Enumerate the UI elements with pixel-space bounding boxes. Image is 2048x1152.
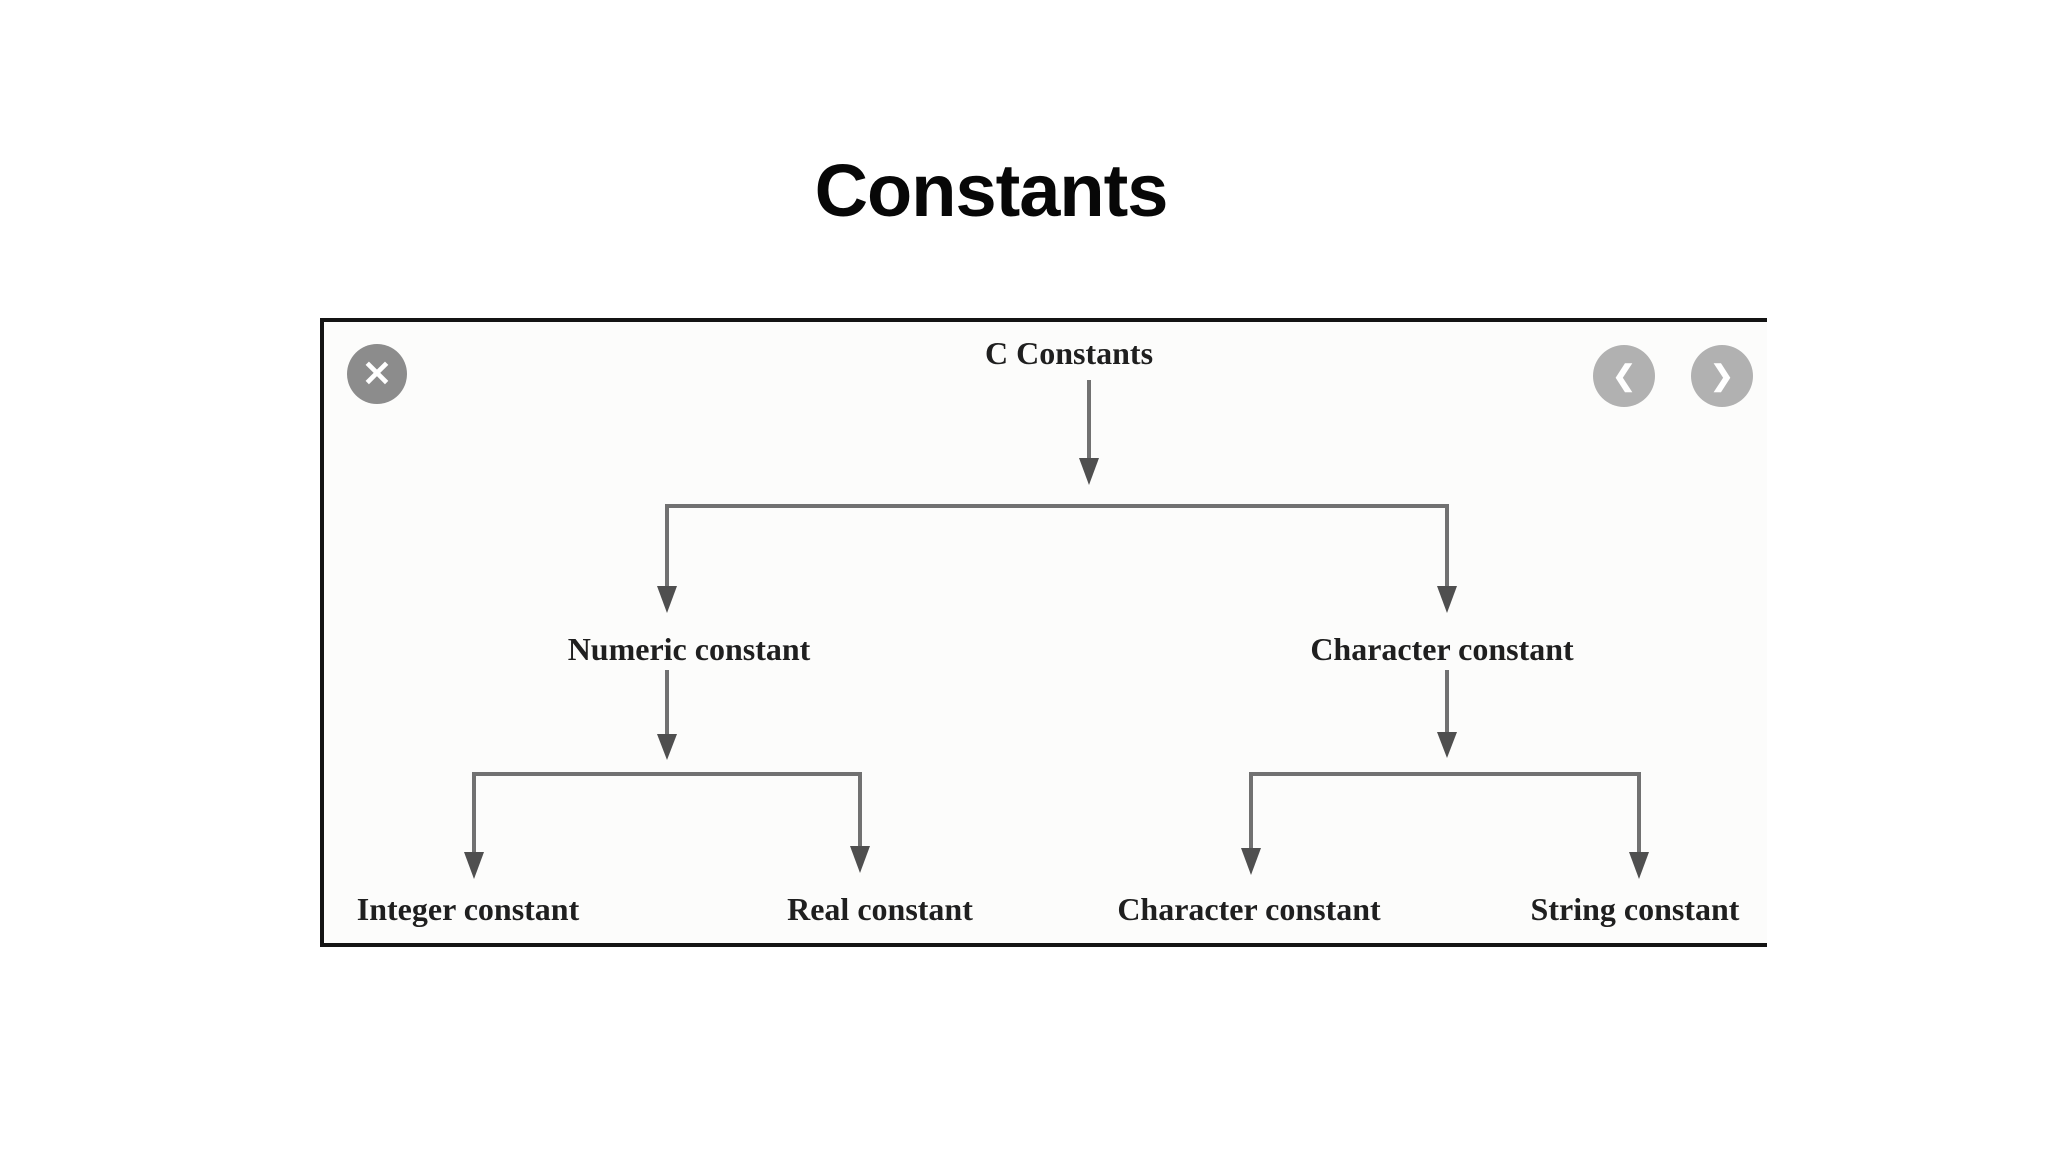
node-label-character: Character constant	[1310, 631, 1574, 667]
node-label-numeric: Numeric constant	[568, 631, 811, 667]
chevron-left-icon: ❮	[1612, 360, 1636, 391]
chevron-right-icon: ❯	[1710, 360, 1734, 391]
page-title: Constants	[814, 149, 1169, 232]
constants-tree-diagram: C Constants Numeric constant Character c…	[357, 335, 1740, 927]
image-viewer-panel: C Constants Numeric constant Character c…	[320, 318, 1767, 947]
node-label-character2: Character constant	[1117, 891, 1381, 927]
next-button[interactable]: ❯	[1691, 345, 1753, 407]
arrowhead-character2	[1241, 848, 1261, 875]
node-label-string: String constant	[1531, 891, 1740, 927]
arrowhead-numeric	[657, 586, 677, 613]
arrowhead-character	[1437, 586, 1457, 613]
close-button[interactable]: ✕	[347, 344, 407, 404]
node-label-integer: Integer constant	[357, 891, 580, 927]
arrowhead-character-branch	[1437, 732, 1457, 758]
arrowhead-root	[1079, 458, 1099, 485]
arrowhead-numeric-branch	[657, 734, 677, 760]
arrowhead-string	[1629, 852, 1649, 879]
arrowhead-integer	[464, 852, 484, 879]
node-label-root: C Constants	[985, 335, 1153, 371]
prev-button[interactable]: ❮	[1593, 345, 1655, 407]
arrowhead-real	[850, 846, 870, 873]
node-label-real: Real constant	[787, 891, 973, 927]
close-icon: ✕	[361, 353, 393, 394]
